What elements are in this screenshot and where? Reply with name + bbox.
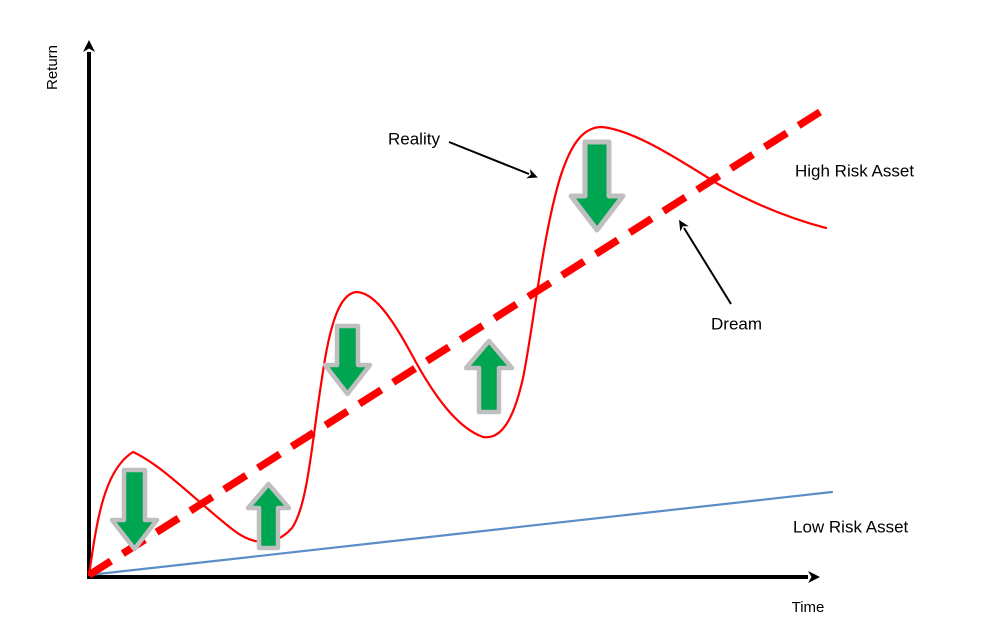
x-axis-label: Time [792,599,825,616]
high-risk-asset-label: High Risk Asset [795,161,914,180]
annotation-leaders-group [448,141,732,305]
reality-leader-arrow [448,141,538,179]
dream-leader-arrow [679,219,732,305]
reality-label: Reality [388,129,440,148]
reality-curve [87,125,828,577]
gap-arrow-up-4 [463,338,515,415]
dream-label: Dream [711,314,762,333]
dream-trend-line [86,108,823,579]
y-axis-label: Return [44,45,61,90]
gap-arrows-group [109,139,626,552]
gap-arrow-down-3 [322,323,373,397]
gap-arrow-down-5 [568,139,626,233]
gap-arrow-up-2 [245,481,292,551]
gap-arrow-down-1 [109,467,160,552]
low-risk-asset-line [87,490,834,577]
low-risk-asset-label: Low Risk Asset [793,517,909,536]
axes-group [83,40,820,583]
